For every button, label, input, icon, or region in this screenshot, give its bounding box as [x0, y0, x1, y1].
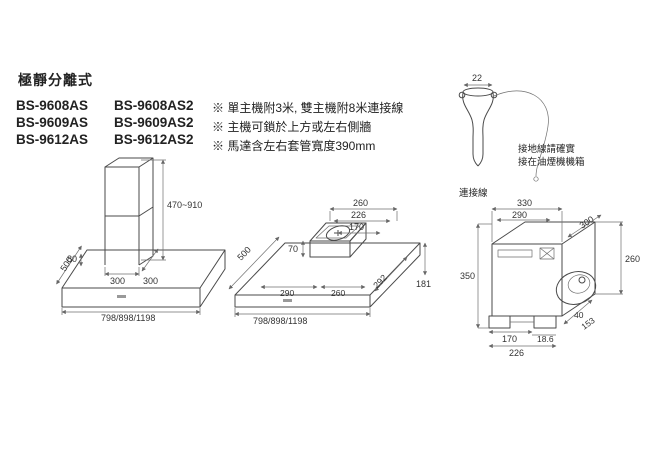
wire-end — [533, 176, 539, 182]
blower-outlet — [555, 271, 597, 305]
mounting-foot — [488, 315, 511, 329]
dim-226: 226 — [509, 348, 524, 358]
hood-top-drawing — [234, 222, 421, 308]
model-name-variant: BS-9612AS2 — [114, 132, 194, 147]
dim-height-181: 181 — [416, 279, 431, 289]
hood-top-diagram: 260 226 170 500 70 290 260 292 181 798/8… — [228, 198, 431, 326]
spec-notes: ※ 單主機附3米, 雙主機附8米連接線 ※ 主機可鎖於上方或左右側牆 ※ 馬達含… — [212, 99, 403, 156]
dim-292: 292 — [371, 273, 389, 291]
dim-edge-80: 80 — [67, 254, 77, 264]
dim-260: 260 — [625, 254, 640, 264]
dim-170: 170 — [502, 334, 517, 344]
dim-chimney-height: 470~910 — [167, 200, 202, 210]
brand-mark — [283, 299, 292, 302]
model-row: BS-9609AS BS-9609AS2 — [16, 114, 194, 131]
ground-note-line2: 接在油煙機機箱 — [518, 156, 585, 168]
model-row: BS-9612AS BS-9612AS2 — [16, 131, 194, 148]
dim-18-6: 18.6 — [537, 334, 554, 344]
dim-22: 22 — [472, 73, 482, 83]
ground-note-line1: 接地線請確實 — [518, 143, 576, 155]
note-line: ※ 馬達含左右套管寬度390mm — [212, 139, 376, 153]
model-row: BS-9608AS BS-9608AS2 — [16, 97, 194, 114]
dim-widths: 798/898/1198 — [101, 313, 155, 323]
dim-330: 330 — [517, 198, 532, 208]
vent-slot — [497, 249, 533, 258]
note-line: ※ 主機可鎖於上方或左右側牆 — [212, 120, 372, 134]
dim-226: 226 — [351, 210, 366, 220]
dim-duct-width-300: 300 — [110, 276, 125, 286]
dim-170: 170 — [349, 222, 364, 232]
dim-depth-500: 500 — [235, 245, 253, 263]
dim-290: 290 — [280, 288, 294, 298]
model-name: BS-9609AS — [16, 115, 89, 130]
model-name-variant: BS-9608AS2 — [114, 98, 194, 113]
model-name: BS-9608AS — [16, 98, 89, 113]
product-series-title: 極靜分離式 — [18, 72, 93, 88]
dim-260: 260 — [353, 198, 368, 208]
model-name: BS-9612AS — [16, 132, 89, 147]
dim-290: 290 — [512, 210, 527, 220]
dim-350: 350 — [460, 271, 475, 281]
model-name-variant: BS-9609AS2 — [114, 115, 194, 130]
note-line: ※ 單主機附3米, 雙主機附8米連接線 — [212, 101, 404, 115]
brand-mark — [117, 295, 126, 298]
dim-70: 70 — [288, 244, 298, 254]
motor-box-diagram: 22 接地線請確實 接在油煙機機箱 連接線 — [458, 73, 640, 358]
cable-label: 連接線 — [459, 187, 488, 199]
motor-box-dimension-lines — [475, 206, 624, 349]
dim-260b: 260 — [331, 288, 345, 298]
hood-top-dimension-lines — [228, 206, 428, 317]
dim-duct-depth-300: 300 — [143, 276, 158, 286]
dim-40: 40 — [574, 310, 584, 320]
dim-widths: 798/898/1198 — [253, 316, 307, 326]
model-number-list: BS-9608AS BS-9608AS2 BS-9609AS BS-9609AS… — [16, 97, 194, 148]
hood-front-dimension-lines — [56, 159, 201, 315]
terminal-box — [539, 247, 555, 260]
hood-front-diagram: 470~910 500 80 300 300 798/898/1198 — [56, 157, 226, 323]
dim-300: 300 — [578, 214, 596, 231]
mounting-foot — [533, 315, 557, 329]
